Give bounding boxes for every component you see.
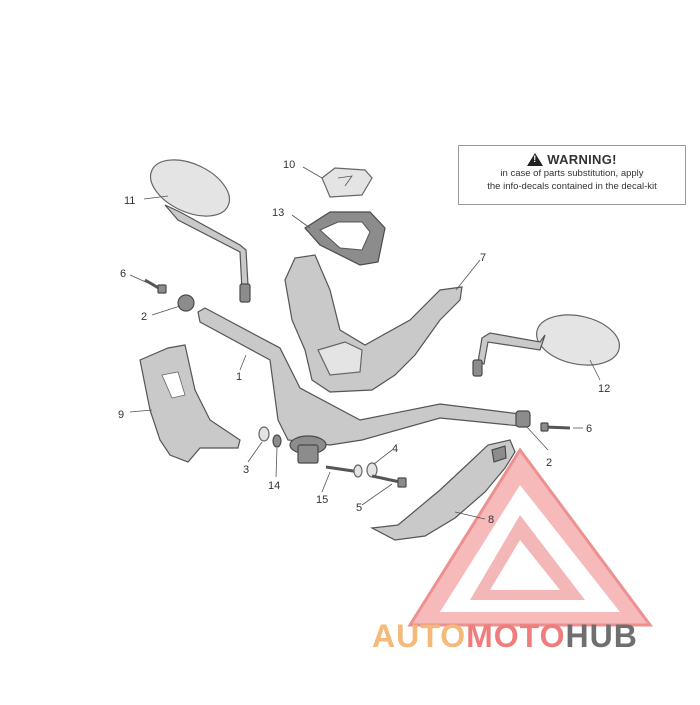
callout-2-right: 2 [546, 457, 552, 469]
callout-10: 10 [283, 159, 295, 171]
part-8-right-lower-cover [369, 439, 516, 541]
watermark-text-moto: MOTO [466, 618, 566, 654]
part-6-left-screw [144, 278, 167, 294]
part-14-nut [272, 434, 282, 448]
callout-8: 8 [488, 514, 494, 526]
callout-3: 3 [243, 464, 249, 476]
part-6-right-screw [540, 422, 571, 432]
warning-line-2: the info-decals contained in the decal-k… [487, 181, 657, 192]
callout-5: 5 [356, 502, 362, 514]
warning-box: WARNING! in case of parts substitution, … [458, 145, 686, 205]
watermark-logo [407, 447, 653, 627]
leader-lines [129, 166, 601, 520]
callout-2-left: 2 [141, 311, 147, 323]
callout-9: 9 [118, 409, 124, 421]
warning-title: WARNING! [459, 151, 685, 167]
part-5-bolt [371, 474, 407, 488]
callout-13: 13 [272, 207, 284, 219]
callout-6-right: 6 [586, 423, 592, 435]
part-7-upper-cover [284, 254, 463, 393]
part-15-bolt [325, 464, 363, 478]
part-1-handlebar [197, 307, 521, 464]
warning-triangle-icon [527, 153, 544, 166]
part-4-washer [366, 462, 378, 478]
callout-1: 1 [236, 371, 242, 383]
part-11-left-mirror [150, 159, 251, 303]
callout-11: 11 [124, 195, 135, 207]
callout-14: 14 [268, 480, 280, 492]
callout-6-left: 6 [120, 268, 126, 280]
callout-12: 12 [598, 383, 610, 395]
part-9-left-lower-cover [139, 344, 241, 463]
callout-15: 15 [316, 494, 328, 506]
callout-4: 4 [392, 443, 398, 455]
part-3-washer [258, 426, 270, 442]
part-2-left-end [177, 294, 195, 312]
callout-7: 7 [480, 252, 486, 264]
part-12-right-mirror [472, 314, 620, 377]
watermark-text-hub: HUB [565, 618, 638, 654]
part-13-frame [304, 211, 386, 266]
part-2-right-end [515, 410, 531, 428]
watermark-text: AUTOMOTOHUB [372, 618, 638, 655]
watermark-text-auto: AUTO [372, 618, 467, 654]
warning-line-1: in case of parts substitution, apply [500, 168, 644, 179]
part-10-cover [321, 167, 373, 198]
